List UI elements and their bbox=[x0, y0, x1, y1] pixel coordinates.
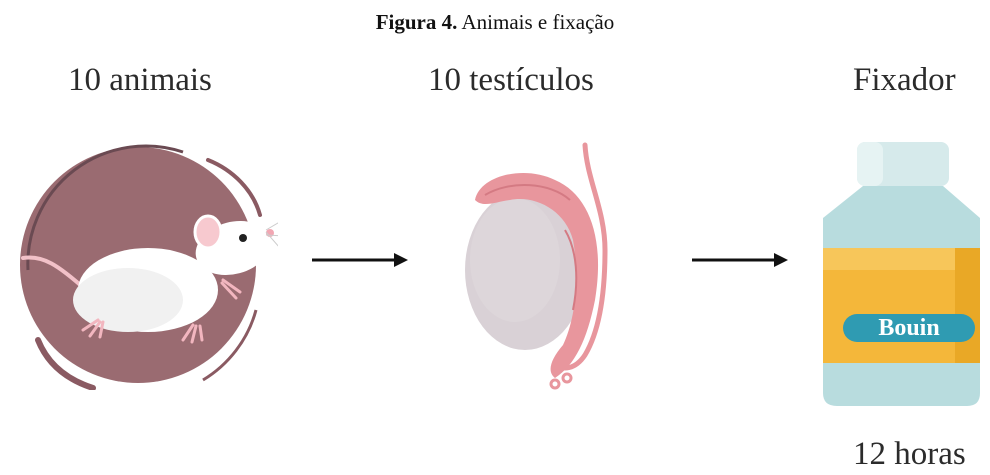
arrow-right-icon bbox=[310, 250, 410, 270]
figure-number: Figura 4. bbox=[376, 10, 458, 34]
testis-icon bbox=[455, 140, 655, 390]
figure-caption: Figura 4. Animais e fixação bbox=[0, 10, 990, 35]
rat-icon bbox=[8, 140, 278, 390]
figure-title: Animais e fixação bbox=[461, 10, 614, 34]
step-label-testicles: 10 testículos bbox=[428, 62, 594, 99]
fixation-duration: 12 horas bbox=[853, 436, 966, 473]
bottle-icon bbox=[815, 138, 990, 413]
arrow-right-icon bbox=[690, 250, 790, 270]
bouin-label: Bouin bbox=[843, 314, 975, 342]
step-label-fixer: Fixador bbox=[853, 62, 956, 99]
step-label-animals: 10 animais bbox=[68, 62, 212, 99]
